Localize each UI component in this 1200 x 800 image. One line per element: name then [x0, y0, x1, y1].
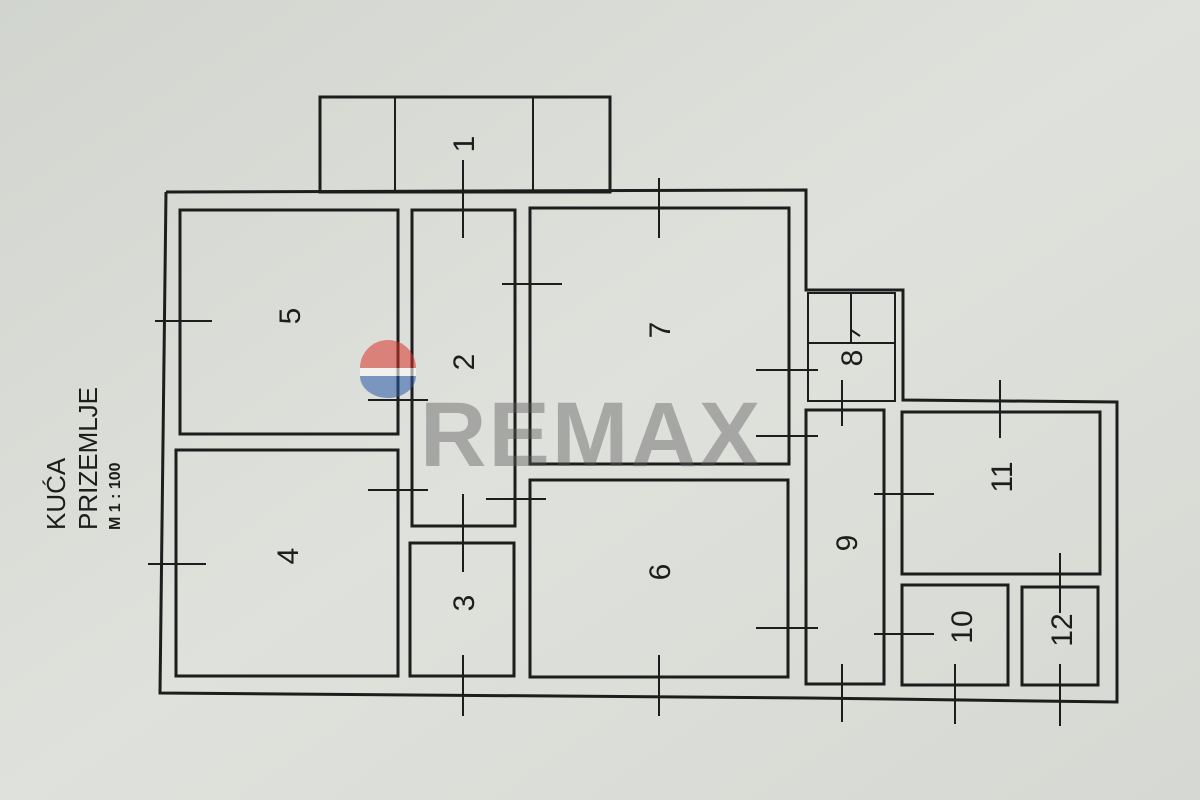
- room-labels: 1 2 3 4 5 6 7 8 9 10 11 12: [272, 136, 1079, 647]
- remax-watermark: REMAX: [360, 340, 762, 486]
- watermark-text: REMAX: [420, 384, 762, 486]
- balloon-icon: [360, 340, 416, 398]
- stair-arrow: [850, 329, 861, 337]
- room-label-7: 7: [644, 322, 677, 339]
- room-label-8: 8: [836, 350, 869, 367]
- room-label-2: 2: [448, 354, 481, 371]
- scale-label: M 1 : 100: [107, 462, 124, 530]
- room-label-12: 12: [1046, 613, 1079, 646]
- title-line1: KUĆA: [41, 457, 71, 530]
- room-label-5: 5: [274, 308, 307, 325]
- room-label-6: 6: [644, 564, 677, 581]
- room-label-1: 1: [448, 136, 481, 153]
- room-label-10: 10: [946, 610, 979, 643]
- title-block: KUĆA PRIZEMLJE M 1 : 100: [41, 387, 124, 530]
- room-label-4: 4: [272, 548, 305, 565]
- room-label-11: 11: [986, 461, 1019, 492]
- room-label-3: 3: [448, 595, 481, 612]
- outer-wall: [158, 188, 1119, 704]
- room-9-outline: [804, 408, 886, 686]
- title-line2: PRIZEMLJE: [73, 387, 103, 530]
- dimension-ticks: [148, 160, 1061, 726]
- room-label-9: 9: [831, 535, 864, 552]
